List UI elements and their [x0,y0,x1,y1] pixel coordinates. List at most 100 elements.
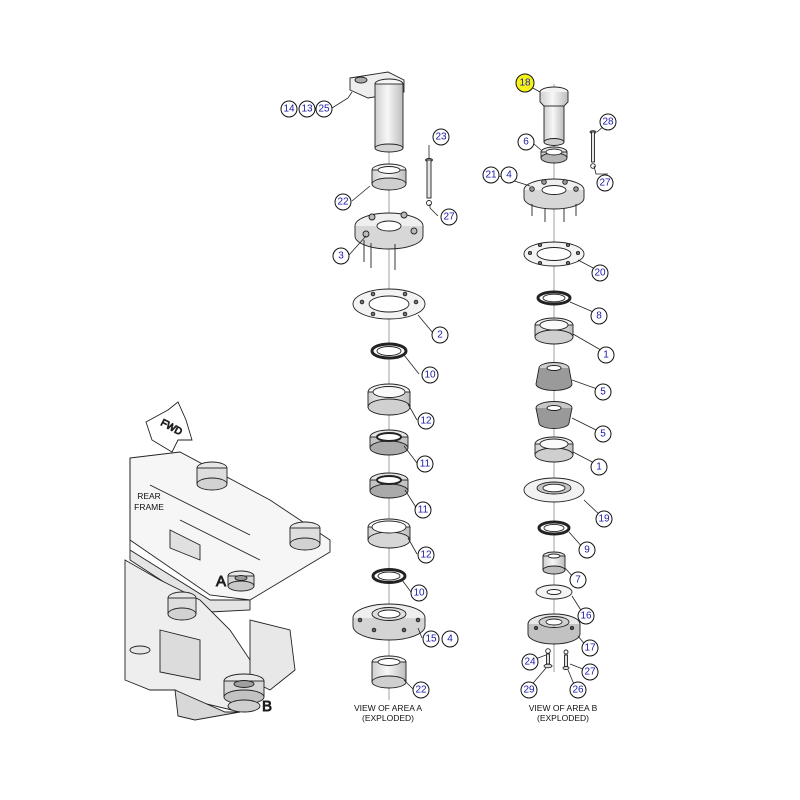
callout-a-2[interactable]: 2 [431,326,449,344]
seal-9 [537,520,571,536]
callout-label: 11 [418,505,429,516]
callout-a-25[interactable]: 25 [315,100,333,118]
callout-a-4[interactable]: 4 [441,630,459,648]
callout-a-3[interactable]: 3 [332,247,350,265]
cap-21 [523,178,585,222]
callout-label: 13 [301,104,313,115]
callout-label: 5 [600,429,606,440]
callout-b-8[interactable]: 8 [590,307,608,325]
seal-10-top [370,342,408,360]
callout-a-12-top[interactable]: 12 [417,412,435,430]
callout-label: 1 [603,350,609,361]
callout-b-16[interactable]: 16 [577,607,595,625]
callout-label: 27 [443,212,455,223]
callout-label: 23 [435,132,447,143]
cup-12-bottom [367,518,411,549]
callout-a-12-bottom[interactable]: 12 [417,546,435,564]
callout-label: 2 [437,330,443,341]
seal-10-bottom [371,568,407,584]
callout-b-26[interactable]: 26 [569,681,587,699]
callout-label: 5 [600,387,606,398]
seal-8 [536,290,572,306]
callout-b-5-top[interactable]: 5 [594,383,612,401]
callout-a-15[interactable]: 15 [422,630,440,648]
area-a-leaders [331,91,439,690]
area-a-hub [227,570,255,592]
callout-b-28[interactable]: 28 [599,113,617,131]
bearing-11-top [369,429,409,456]
callout-label: 25 [318,104,330,115]
cup-12-top [367,383,411,416]
plate-2 [352,288,426,320]
callout-label: 19 [598,514,610,525]
ring-22-top [371,163,407,191]
caption-area-a-line2: (EXPLODED) [362,713,414,723]
callout-a-23[interactable]: 23 [432,128,450,146]
callout-label: 29 [523,685,535,696]
captions: VIEW OF AREA A (EXPLODED) VIEW OF AREA B… [354,703,598,723]
callout-label: 16 [580,611,592,622]
callout-label: 7 [575,575,581,586]
callout-label: 22 [337,197,349,208]
callout-b-1-top[interactable]: 1 [597,346,615,364]
callout-label: 8 [596,311,602,322]
callout-a-22-top[interactable]: 22 [334,193,352,211]
callout-label: 18 [519,78,531,89]
rear-frame-illustration: FWD A [124,401,331,721]
callout-label: 21 [485,170,497,181]
callout-b-27-top[interactable]: 27 [596,174,614,192]
callout-b-9[interactable]: 9 [578,541,596,559]
plate-16 [535,584,573,600]
area-b-hub [223,673,265,713]
cone-5-top [535,362,573,391]
callout-label: 24 [524,657,536,668]
callout-a-27[interactable]: 27 [440,208,458,226]
callout-a-11-top[interactable]: 11 [416,455,434,473]
ring-22-bottom [371,655,407,689]
callout-a-10-top[interactable]: 10 [421,366,439,384]
callouts: 14 13 25 23 22 27 3 2 10 12 11 11 12 10 … [280,73,617,699]
callout-a-22-bottom[interactable]: 22 [412,681,430,699]
callout-b-20[interactable]: 20 [591,264,609,282]
caption-area-b-line2: (EXPLODED) [537,713,589,723]
cap-3 [354,211,424,270]
callout-b-29[interactable]: 29 [520,681,538,699]
callout-label: 22 [415,685,427,696]
callout-a-13[interactable]: 13 [298,100,316,118]
cup-1-bottom [534,436,574,463]
callout-a-14[interactable]: 14 [280,100,298,118]
callout-a-10-bottom[interactable]: 10 [410,584,428,602]
callout-label: 4 [447,634,453,645]
callout-b-6[interactable]: 6 [517,133,535,151]
callout-b-24[interactable]: 24 [521,653,539,671]
callout-label: 17 [584,643,596,654]
callout-b-21[interactable]: 21 [482,166,500,184]
small-bolts [543,648,570,670]
callout-label: 28 [602,117,614,128]
callout-b-7[interactable]: 7 [569,571,587,589]
callout-label: 27 [584,667,596,678]
callout-b-18-highlighted[interactable]: 18 [515,73,535,93]
callout-b-5-bottom[interactable]: 5 [594,425,612,443]
callout-b-19[interactable]: 19 [595,510,613,528]
callout-label: 27 [599,178,611,189]
bolt-28 [589,130,597,169]
callout-label: 11 [420,459,431,470]
callout-label: 12 [420,416,432,427]
cone-5-bottom [535,401,573,429]
callout-a-11-bottom[interactable]: 11 [414,501,432,519]
callout-label: 3 [338,251,344,262]
pin-with-plate [349,71,405,153]
callout-b-4[interactable]: 4 [500,166,518,184]
pin-18 [539,86,569,146]
callout-b-17[interactable]: 17 [581,639,599,657]
callout-label: 12 [420,550,432,561]
housing-15 [352,603,426,641]
bolt-23 [425,158,433,206]
callout-b-27-bottom[interactable]: 27 [581,663,599,681]
callout-b-1-bottom[interactable]: 1 [590,458,608,476]
rear-frame-label-line2: FRAME [134,502,164,512]
callout-label: 10 [413,588,425,599]
area-b-parts [498,84,608,690]
